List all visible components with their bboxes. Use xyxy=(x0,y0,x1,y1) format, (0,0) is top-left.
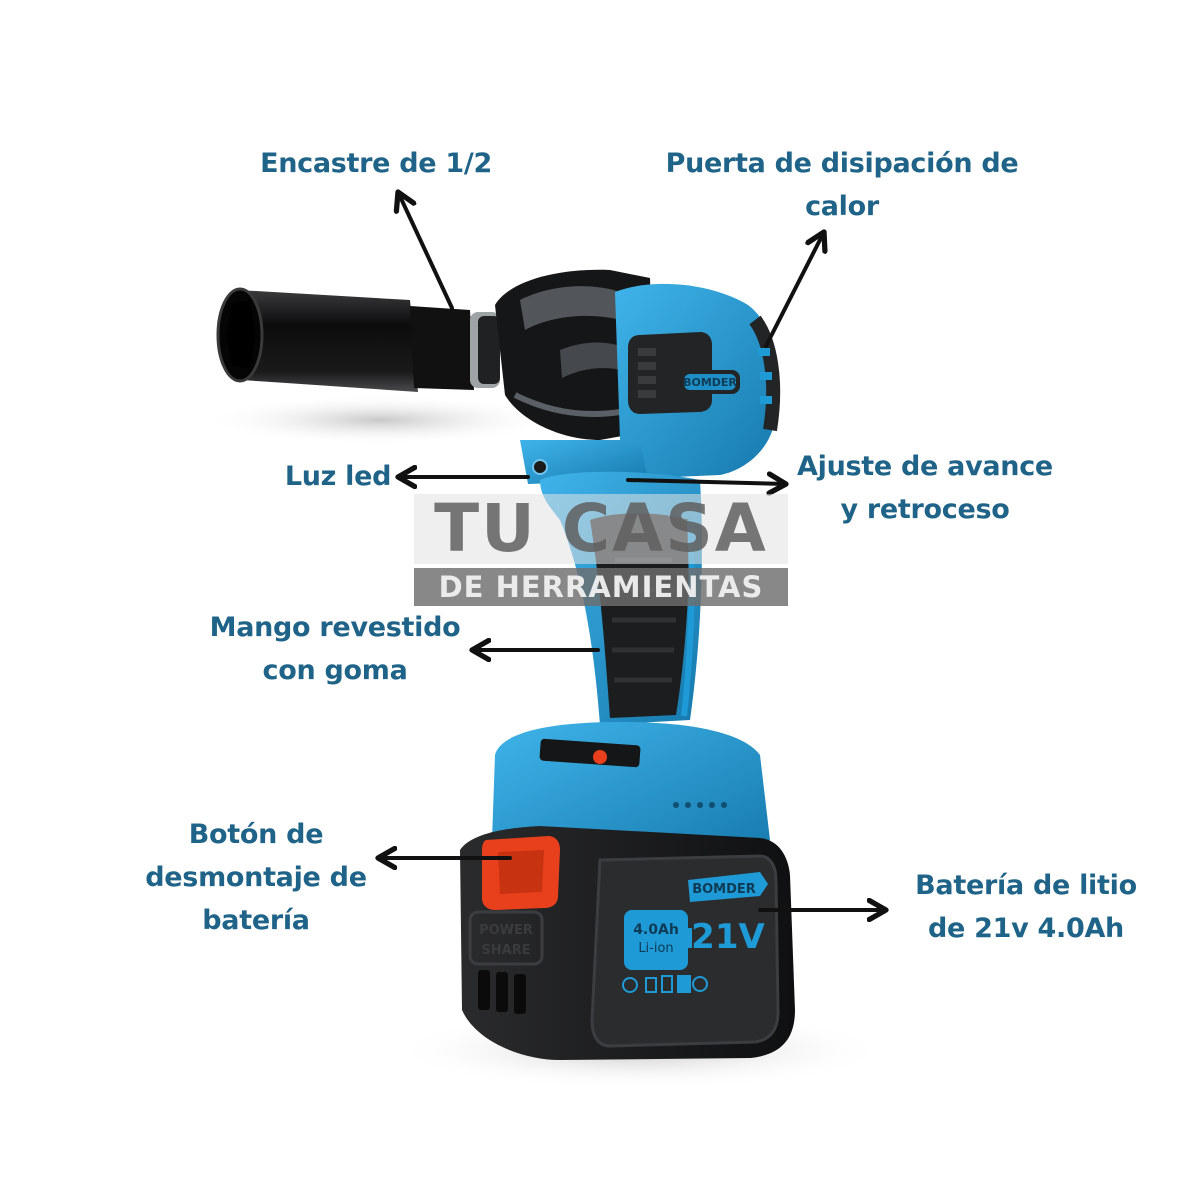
callout-heat-vent-line-1: Puerta de disipación de xyxy=(665,148,1019,179)
brand-logo-battery: BOMDER xyxy=(692,882,756,897)
callout-direction-switch: Ajuste de avance y retroceso xyxy=(780,445,1070,531)
callout-battery: Batería de litio de 21v 4.0Ah xyxy=(896,864,1156,950)
battery-capacity-label: 4.0Ah xyxy=(633,922,679,938)
led-light-icon xyxy=(532,459,548,475)
callout-arrows xyxy=(378,192,886,910)
battery-mount xyxy=(492,722,770,860)
arrow-encastre xyxy=(398,192,454,310)
certification-icons xyxy=(622,975,708,993)
arrow-direction xyxy=(626,480,786,484)
battery-pack: POWER SHARE BOMDER 4.0Ah Li-ion 21V xyxy=(460,826,795,1060)
arrow-heat-vent xyxy=(764,232,824,348)
socket-shadow xyxy=(200,395,560,445)
callout-led-light: Luz led xyxy=(268,455,408,498)
callout-grip: Mango revestido con goma xyxy=(190,606,480,692)
charge-indicator-panel xyxy=(539,738,641,768)
callout-battery-release-line-1: Botón de xyxy=(188,819,324,850)
callout-direction-switch-line-2: y retroceso xyxy=(840,494,1010,525)
callout-battery-line-1: Batería de litio xyxy=(915,870,1137,901)
power-indicator-icon xyxy=(593,750,607,764)
callout-battery-release: Botón de desmontaje de batería xyxy=(128,813,384,942)
callout-battery-release-line-2: desmontaje de xyxy=(145,862,367,893)
callout-encastre: Encastre de 1/2 xyxy=(236,142,516,185)
callout-heat-vent: Puerta de disipación de calor xyxy=(640,142,1044,228)
watermark-title: TU CASA xyxy=(414,494,788,564)
heat-vent-icon xyxy=(638,348,656,398)
watermark-subtitle: DE HERRAMIENTAS xyxy=(414,568,788,606)
callout-encastre-line-1: Encastre de 1/2 xyxy=(260,148,492,179)
callout-grip-line-2: con goma xyxy=(262,655,408,686)
callout-battery-line-2: de 21v 4.0Ah xyxy=(928,913,1124,944)
voltage-label: 21V xyxy=(691,917,765,957)
mount-vent-icon xyxy=(673,802,727,808)
battery-vent-icon xyxy=(478,970,526,1014)
callout-heat-vent-line-2: calor xyxy=(805,191,879,222)
socket xyxy=(216,287,500,392)
callout-direction-switch-line-1: Ajuste de avance xyxy=(797,451,1053,482)
callout-grip-line-1: Mango revestido xyxy=(209,612,461,643)
power-share-label-1: POWER xyxy=(479,923,533,938)
power-share-label-2: SHARE xyxy=(481,943,530,958)
battery-type-label: Li-ion xyxy=(638,941,673,956)
gear-housing xyxy=(495,269,655,440)
callout-led-light-line-1: Luz led xyxy=(284,461,392,492)
brand-logo-head: BOMDER xyxy=(683,376,737,389)
callout-battery-release-line-3: batería xyxy=(202,905,310,936)
